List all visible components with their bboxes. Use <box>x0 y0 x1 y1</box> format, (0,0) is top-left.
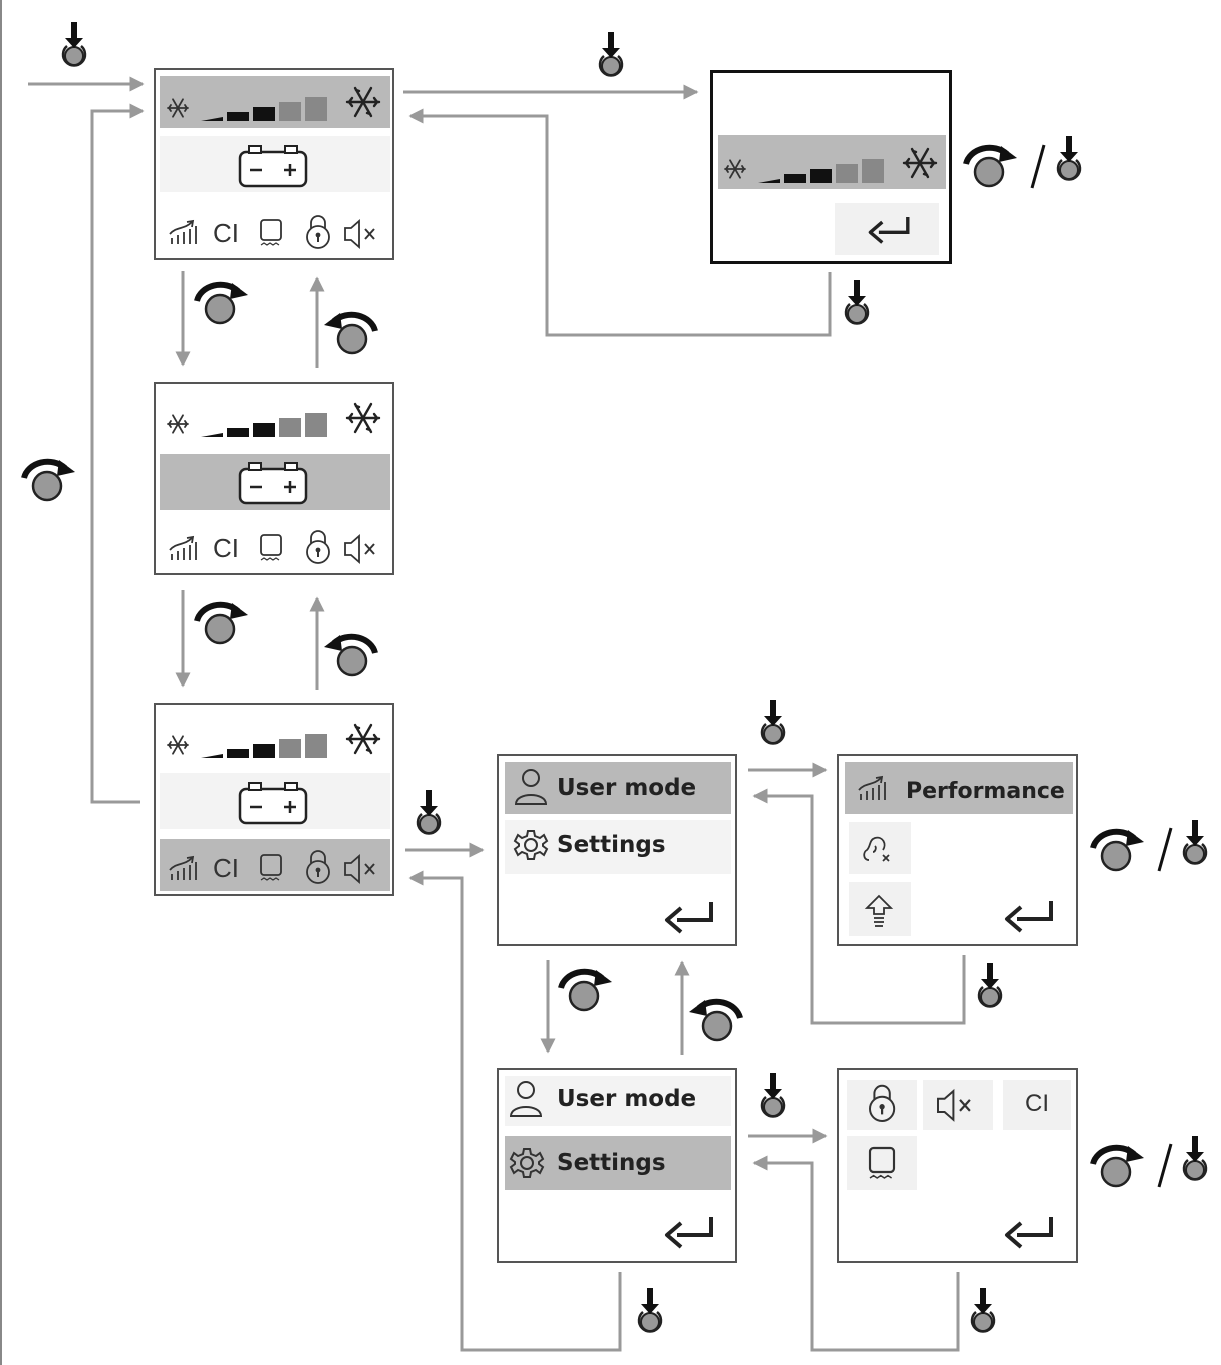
signal-bars-icon <box>758 159 884 183</box>
signal-bars-icon <box>201 734 327 758</box>
return-icon <box>665 1215 713 1249</box>
screen-main-top-selected: CI <box>154 68 394 260</box>
lock-icon <box>306 215 330 249</box>
screen-b-icons <box>167 402 381 564</box>
screen-c-icons <box>167 723 381 884</box>
snowflake-small-icon <box>167 735 189 755</box>
settings-label: Settings <box>557 832 666 858</box>
battery-icon <box>238 781 308 825</box>
performance-label: Performance <box>906 779 1065 804</box>
battery-icon <box>238 144 308 188</box>
snowflake-large-icon <box>345 86 381 118</box>
mute-icon <box>344 535 375 563</box>
performance-icon <box>169 220 197 245</box>
snowflake-large-icon <box>902 147 938 179</box>
screen-main-icons-selected: CI <box>154 703 394 896</box>
screen-settings-items: CI <box>837 1068 1078 1263</box>
settings-item-mute[interactable] <box>923 1080 993 1130</box>
return-icon <box>1005 1215 1053 1249</box>
display-icon <box>260 219 282 246</box>
signal-bars-icon <box>201 413 327 437</box>
screen-user-mode-performance: Performance <box>837 754 1078 946</box>
battery-icon <box>238 461 308 505</box>
mute-icon <box>344 855 375 883</box>
snowflake-large-icon <box>345 723 381 755</box>
menu-item-user-mode[interactable] <box>505 762 731 814</box>
ci-label: CI <box>1025 1090 1049 1117</box>
screen-fan-speed-edit <box>710 70 952 264</box>
return-icon <box>1005 899 1053 933</box>
mute-icon <box>936 1089 972 1121</box>
settings-item-ci[interactable] <box>1003 1080 1071 1130</box>
snowflake-large-icon <box>345 402 381 434</box>
mute-icon <box>344 220 375 248</box>
icon-row-highlighted[interactable] <box>160 839 390 891</box>
return-button[interactable] <box>835 203 939 255</box>
snowflake-small-icon <box>167 414 189 434</box>
performance-icon <box>858 776 886 801</box>
screen-main-battery-selected: CI <box>154 382 394 575</box>
mode-item-performance[interactable] <box>845 762 1073 814</box>
mode-item-boost[interactable] <box>849 882 911 936</box>
screen-e-icons <box>513 769 713 934</box>
gear-icon <box>509 1148 545 1178</box>
user-mode-label: User mode <box>557 1086 697 1112</box>
screen-f-icons <box>509 1081 713 1249</box>
display-icon <box>260 854 282 881</box>
screen-d-icons <box>724 147 938 245</box>
screen-a-icons <box>167 86 381 249</box>
user-mode-label: User mode <box>557 775 697 801</box>
settings-item-display[interactable] <box>847 1136 917 1190</box>
display-icon <box>868 1146 896 1180</box>
lock-icon <box>869 1084 896 1122</box>
screen-g-icons <box>858 776 1053 933</box>
screen-menu-user-mode: User mode Settings <box>497 754 737 946</box>
display-icon <box>260 534 282 561</box>
ci-label: CI <box>213 218 239 248</box>
snowflake-small-icon <box>167 98 189 118</box>
performance-icon <box>169 856 197 881</box>
performance-icon <box>169 536 197 561</box>
ci-label: CI <box>213 533 239 563</box>
ci-label: CI <box>213 853 239 883</box>
user-icon <box>509 1081 543 1117</box>
return-icon <box>868 215 910 245</box>
signal-bars-icon <box>201 97 327 121</box>
menu-item-settings[interactable] <box>505 1136 731 1190</box>
menu-item-user-mode[interactable] <box>505 1076 731 1126</box>
screen-menu-settings: User mode Settings <box>497 1068 737 1263</box>
lock-icon <box>306 530 330 564</box>
gear-icon <box>513 830 549 860</box>
ear-icon <box>863 836 890 862</box>
snowflake-small-icon <box>724 159 746 179</box>
upload-icon <box>864 894 894 927</box>
user-icon <box>514 769 548 805</box>
mode-item-silent[interactable] <box>849 822 911 874</box>
lock-icon <box>306 850 330 884</box>
return-icon <box>665 900 713 934</box>
settings-label: Settings <box>557 1150 666 1176</box>
